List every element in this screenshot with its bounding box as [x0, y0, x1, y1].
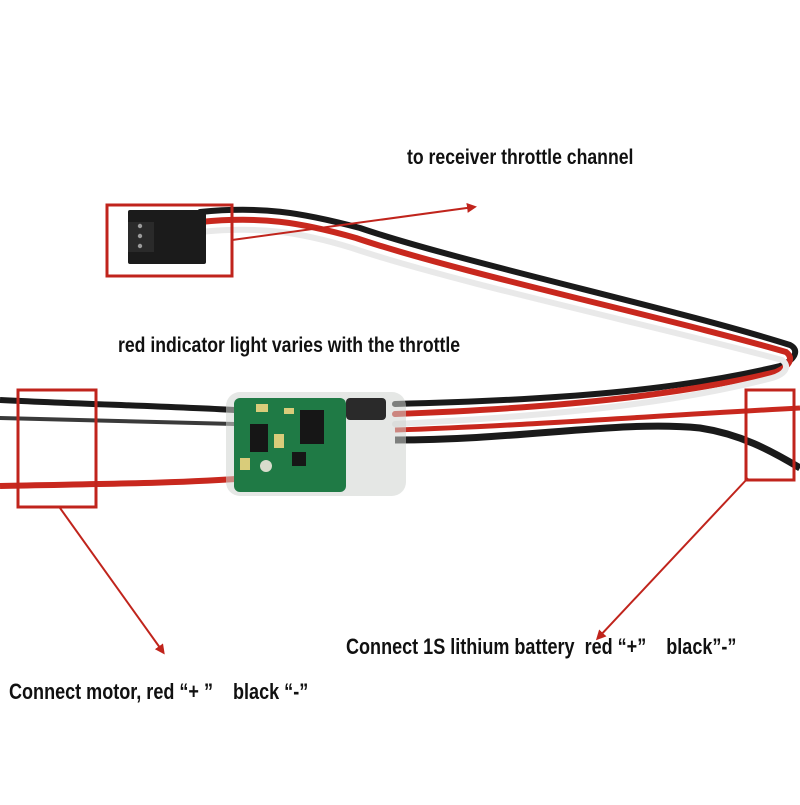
motor-arrow — [59, 507, 165, 655]
indicator-label: red indicator light varies with the thro… — [118, 334, 461, 357]
battery-wire-black — [394, 422, 800, 472]
servo-wire-black — [197, 206, 799, 407]
motor-leads — [0, 397, 251, 489]
receiver-arrow — [231, 202, 477, 241]
battery-label: Connect 1S lithium battery red “+” black… — [346, 634, 737, 659]
motor-label: Connect motor, red “+ ” black “-” — [9, 679, 309, 704]
servo-connector — [128, 210, 206, 264]
servo-wire-white — [197, 226, 790, 427]
motor-highlight-box — [16, 388, 98, 509]
motor-wire-gray — [0, 416, 236, 426]
connector-highlight-box — [105, 203, 234, 278]
annotation-arrows — [59, 202, 749, 655]
motor-wire-black — [0, 397, 236, 413]
esc-board — [226, 392, 406, 496]
servo-lead — [197, 206, 799, 427]
battery-leads — [394, 405, 800, 472]
battery-highlight-box — [744, 388, 796, 482]
battery-arrow — [595, 477, 749, 641]
annotation-boxes — [16, 203, 796, 509]
battery-wire-red — [394, 405, 800, 433]
motor-wire-red — [0, 475, 251, 489]
servo-wire-red — [197, 216, 794, 417]
receiver-label: to receiver throttle channel — [407, 146, 634, 169]
